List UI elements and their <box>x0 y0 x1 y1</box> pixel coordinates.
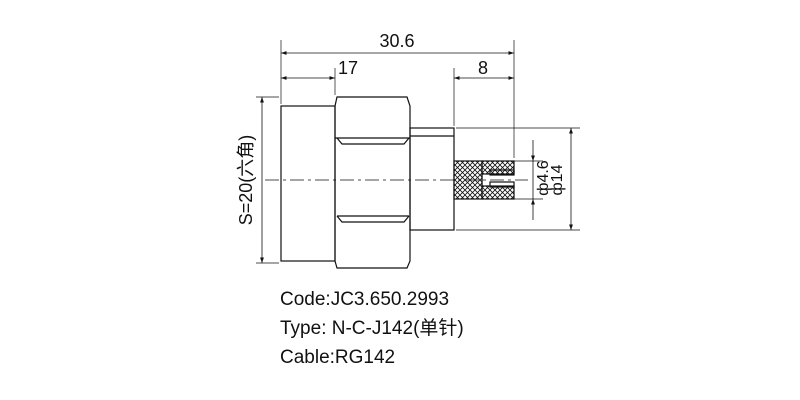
spec-block: Code:JC3.650.2993 Type: N-C-J142(单针) Cab… <box>280 285 464 372</box>
type-row: Type: N-C-J142(单针) <box>280 314 464 343</box>
type-value: N-C-J142 <box>331 318 414 339</box>
cable-value: RG142 <box>334 347 396 368</box>
center-pin-lower <box>481 185 515 200</box>
code-label: Code: <box>280 289 331 310</box>
cable-label: Cable: <box>280 347 335 368</box>
cable-row: Cable:RG142 <box>280 343 464 372</box>
dim-pin-label: 8 <box>478 58 488 78</box>
type-label: Type: <box>280 318 332 339</box>
dim-overall-label: 30.6 <box>379 31 414 51</box>
code-row: Code:JC3.650.2993 <box>280 285 464 314</box>
type-note: (单针) <box>413 318 464 339</box>
dim-outer-diameter-label: ф14 <box>549 164 566 195</box>
code-value: JC3.650.2993 <box>330 289 450 310</box>
dim-inner-diameter-label: ф4.6 <box>535 160 552 196</box>
dim-hex-label: S=20(六角) <box>236 135 256 226</box>
hex-nut <box>334 96 411 269</box>
dim-nut-label: 17 <box>338 58 358 78</box>
coupling-body <box>280 105 336 262</box>
connector-body <box>409 127 455 231</box>
center-pin-upper <box>481 160 515 175</box>
